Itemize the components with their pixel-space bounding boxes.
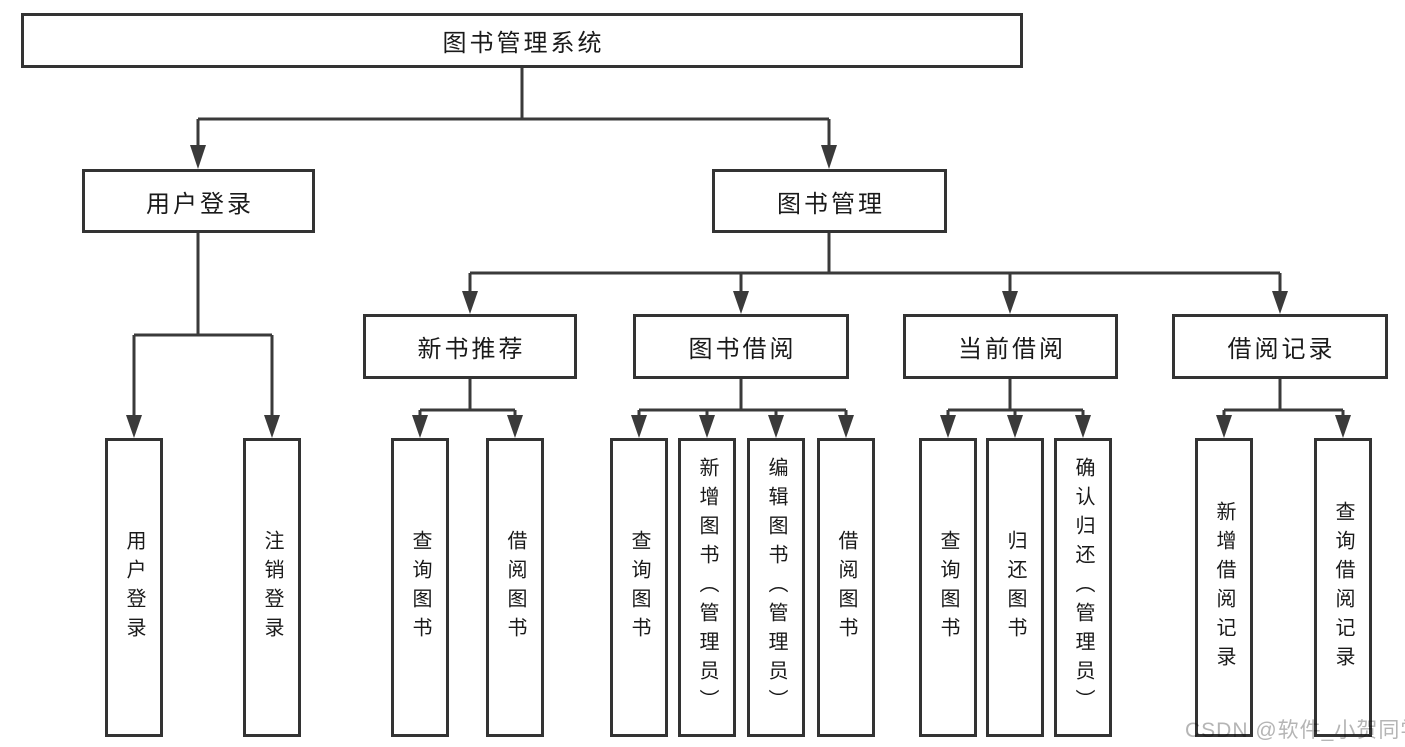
leaf-query-borrow-record: 查询借阅记录	[1314, 438, 1372, 737]
node-user-login: 用户登录	[82, 169, 315, 233]
edge-records-to-leaves	[1222, 379, 1345, 417]
arrowheads-level3	[462, 291, 1288, 314]
node-label: 新增图书（管理员）	[696, 457, 718, 718]
node-borrowing-records: 借阅记录	[1172, 314, 1388, 379]
node-label: 新书推荐	[417, 336, 526, 363]
leaf-logout: 注销登录	[243, 438, 301, 737]
edge-borrowing-to-leaves	[637, 379, 848, 417]
node-label: 查询图书	[628, 529, 650, 646]
leaf-add-books-admin: 新增图书（管理员）	[678, 438, 736, 737]
node-label: 图书管理系统	[442, 30, 605, 57]
node-label: 图书借阅	[688, 336, 797, 363]
edge-current-to-leaves	[946, 379, 1085, 417]
node-label: 新增借阅记录	[1213, 500, 1235, 675]
arrowheads-leaves	[126, 415, 1351, 438]
node-label: 借阅记录	[1227, 336, 1336, 363]
arrowheads-level2	[190, 145, 837, 169]
node-label: 查询图书	[937, 529, 959, 646]
node-label: 查询借阅记录	[1332, 500, 1354, 675]
node-label: 借阅图书	[835, 529, 857, 646]
node-label: 编辑图书（管理员）	[765, 457, 787, 718]
leaf-borrow-books-recommend: 借阅图书	[486, 438, 544, 737]
node-label: 借阅图书	[504, 529, 526, 646]
leaf-add-borrow-record: 新增借阅记录	[1195, 438, 1253, 737]
node-label: 图书管理	[777, 190, 885, 218]
node-label: 当前借阅	[958, 336, 1066, 363]
node-label: 用户登录	[146, 190, 254, 218]
node-new-book-recommend: 新书推荐	[363, 314, 577, 379]
edge-bookmgmt-to-level3	[468, 233, 1282, 293]
node-book-management: 图书管理	[712, 169, 947, 233]
leaf-edit-books-admin: 编辑图书（管理员）	[747, 438, 805, 737]
node-label: 确认归还（管理员）	[1072, 457, 1094, 718]
arrowheads	[126, 145, 1351, 438]
leaf-query-books-current: 查询图书	[919, 438, 977, 737]
edge-userlogin-to-leaves	[132, 233, 274, 417]
leaf-query-books-recommend: 查询图书	[391, 438, 449, 737]
node-label: 查询图书	[409, 529, 431, 646]
leaf-borrow-books: 借阅图书	[817, 438, 875, 737]
node-root-system: 图书管理系统	[21, 13, 1023, 68]
edge-newbooks-to-leaves	[418, 379, 517, 417]
node-label: 注销登录	[261, 529, 283, 646]
node-book-borrowing: 图书借阅	[633, 314, 849, 379]
node-current-borrowing: 当前借阅	[903, 314, 1118, 379]
leaf-return-books: 归还图书	[986, 438, 1044, 737]
node-label: 归还图书	[1004, 529, 1026, 646]
csdn-watermark: CSDN @软件_小贺同学	[1185, 719, 1405, 742]
connector-lines	[132, 68, 1345, 417]
edge-root-to-level2	[196, 68, 831, 148]
leaf-query-books-borrowing: 查询图书	[610, 438, 668, 737]
leaf-confirm-return-admin: 确认归还（管理员）	[1054, 438, 1112, 737]
node-label: 用户登录	[123, 529, 145, 646]
leaf-user-login: 用户登录	[105, 438, 163, 737]
